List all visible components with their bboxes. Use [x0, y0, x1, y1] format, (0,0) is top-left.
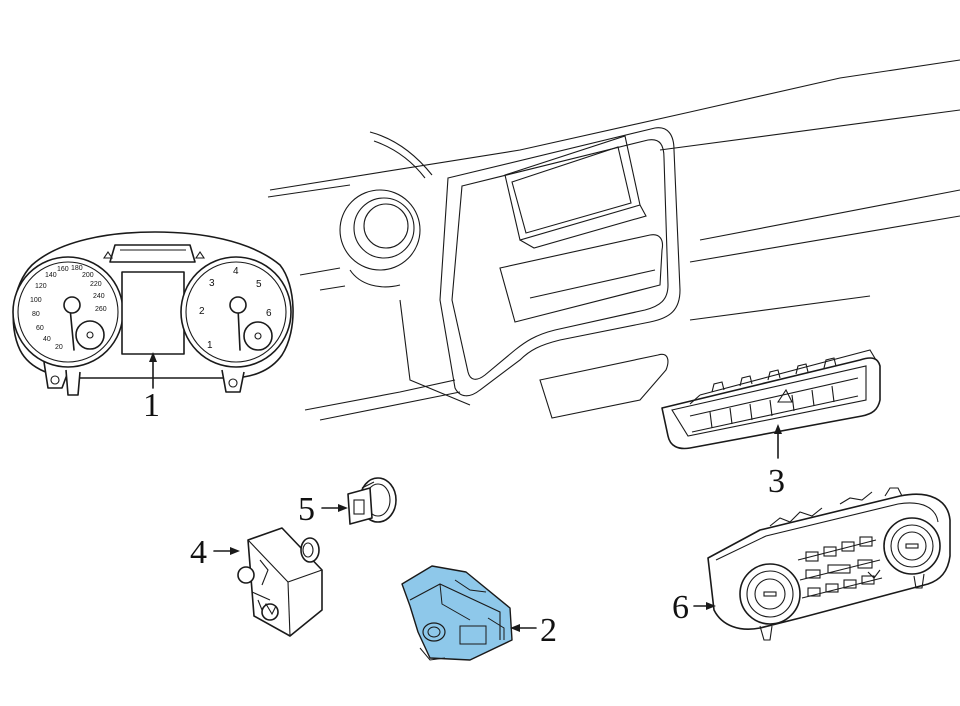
callout-1: 1 [143, 352, 160, 424]
highlighted-switch-assembly [401, 565, 513, 661]
speedometer-dial: 20 40 60 80 100 120 140 160 180 200 220 … [12, 256, 124, 368]
callout-1-label: 1 [143, 387, 160, 424]
speedo-tick-180: 180 [71, 265, 83, 272]
speedo-tick-260: 260 [95, 306, 107, 313]
speedo-tick-40: 40 [43, 336, 51, 343]
speedo-tick-120: 120 [35, 283, 47, 290]
speedo-tick-20: 20 [55, 344, 63, 351]
climate-control-panel [707, 487, 951, 641]
callout-2: 2 [510, 612, 557, 649]
tacho-tick-2: 2 [199, 306, 205, 317]
callout-5-label: 5 [298, 491, 315, 528]
hazard-triangle-icon [776, 388, 793, 403]
instrument-cluster: 20 40 60 80 100 120 140 160 180 200 220 … [12, 231, 294, 396]
speedo-tick-80: 80 [32, 311, 40, 318]
callout-6-label: 6 [672, 589, 689, 626]
dashboard-outline [267, 59, 960, 421]
speedo-tick-220: 220 [90, 281, 102, 288]
tacho-tick-5: 5 [256, 279, 262, 290]
callout-4: 4 [190, 534, 240, 571]
callout-3: 3 [768, 424, 785, 500]
tachometer-dial: 1 2 3 4 5 6 [180, 256, 292, 368]
speedo-tick-140: 140 [45, 272, 57, 279]
switch-module [237, 527, 323, 637]
cluster-top-indicator-panel [109, 244, 196, 263]
hazard-switch-panel [661, 349, 881, 450]
callout-4-label: 4 [190, 534, 207, 571]
socket-part [347, 477, 397, 525]
tacho-tick-3: 3 [209, 278, 215, 289]
cluster-center-display [121, 271, 185, 355]
speedo-tick-60: 60 [36, 325, 44, 332]
tacho-tick-6: 6 [266, 308, 272, 319]
callout-5: 5 [298, 491, 348, 528]
tacho-tick-1: 1 [207, 340, 213, 351]
speedo-tick-240: 240 [93, 293, 105, 300]
callout-2-label: 2 [540, 612, 557, 649]
callout-6: 6 [672, 589, 716, 626]
tacho-tick-4: 4 [233, 266, 239, 277]
speedo-tick-160: 160 [57, 266, 69, 273]
callout-3-label: 3 [768, 463, 785, 500]
speedo-tick-200: 200 [82, 272, 94, 279]
speedo-tick-100: 100 [30, 297, 42, 304]
